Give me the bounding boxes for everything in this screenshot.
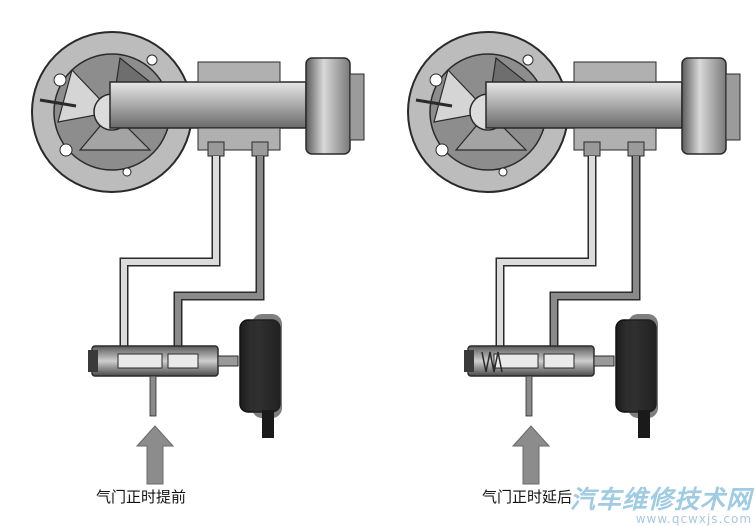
phaser-advance-assembly: [32, 32, 364, 438]
oil-supply-arrow-icon: [511, 425, 551, 485]
caption-valve-timing-advance: 气门正时提前: [96, 488, 187, 506]
watermark: 汽车维修技术网 www.qcwxjs.com: [570, 480, 752, 526]
valve-spring-icon: [481, 351, 503, 373]
watermark-name: 汽车维修技术网: [570, 485, 753, 514]
oil-supply-arrow-icon: [135, 425, 175, 485]
watermark-url: www.qcwxjs.com: [635, 512, 753, 526]
phaser-retard-assembly: [408, 32, 740, 438]
caption-valve-timing-retard: 气门正时延后: [482, 488, 573, 506]
